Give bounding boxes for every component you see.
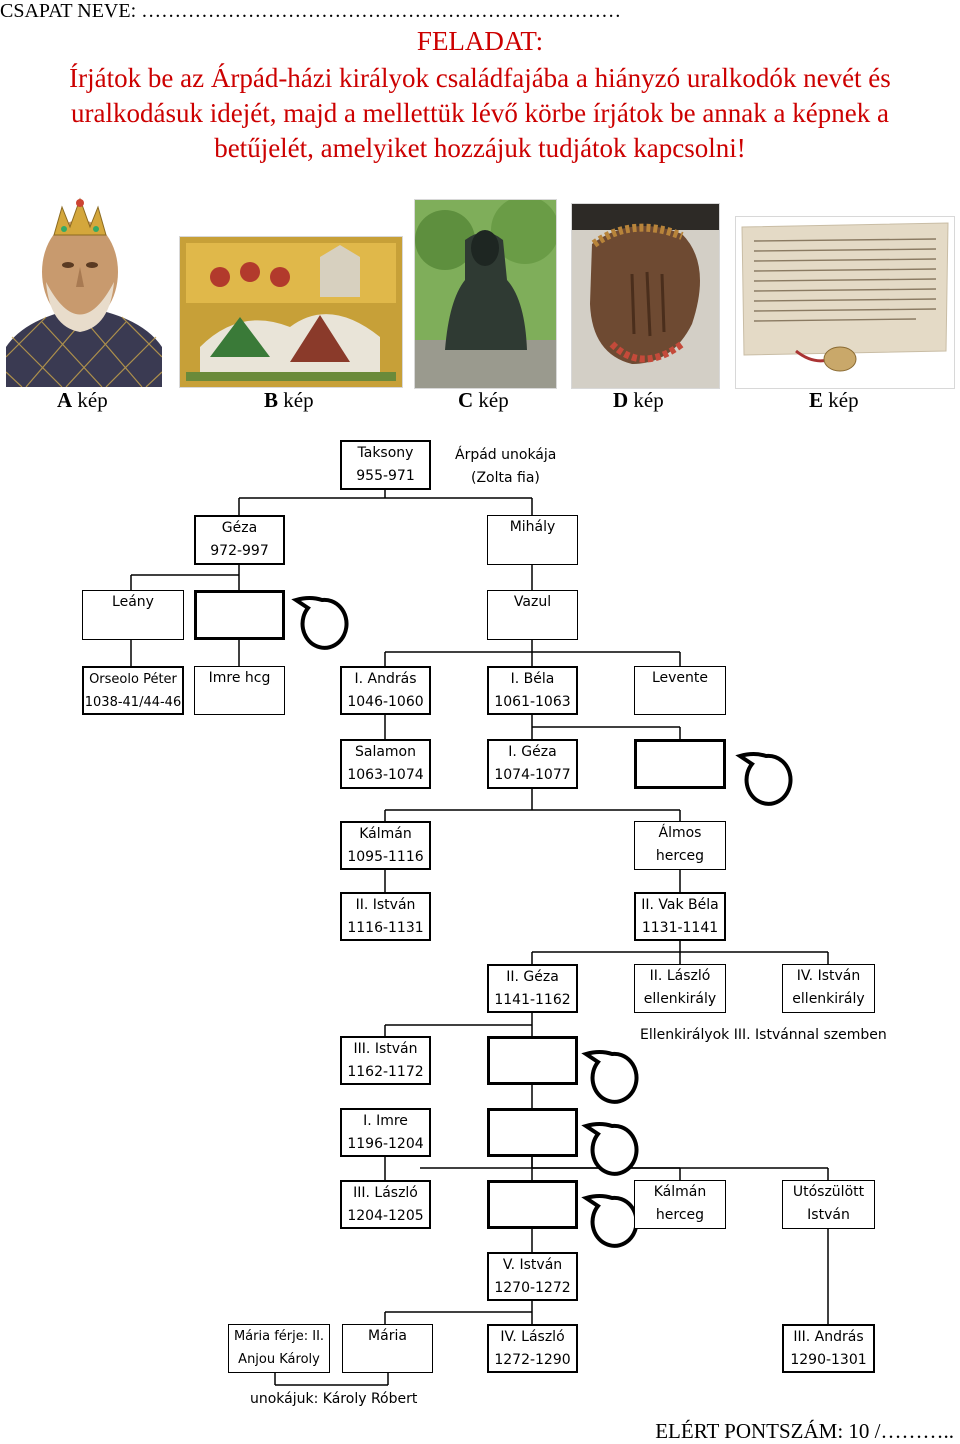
- tree-box-imre-hcg: Imre hcg: [194, 666, 285, 715]
- tree-box-blank-5[interactable]: [487, 1180, 578, 1229]
- picture-a-label: A kép: [57, 388, 108, 412]
- picture-c-label: C kép: [458, 388, 509, 412]
- tree-box-blank-3[interactable]: [487, 1036, 578, 1085]
- score-line[interactable]: ELÉRT PONTSZÁM: 10 /………..: [655, 1419, 954, 1443]
- task-title: FELADAT:: [416, 26, 544, 56]
- task-instruction-line-1: Írjátok be az Árpád-házi királyok család…: [69, 63, 891, 93]
- picture-e-charter-with-seal: [735, 216, 955, 389]
- tree-box-blank-1[interactable]: [194, 590, 285, 640]
- picture-d-holy-right-hand: [571, 203, 720, 389]
- tree-note-unokajuk: unokájuk: Károly Róbert: [250, 1391, 418, 1407]
- tree-box-vazul: Vazul: [487, 590, 578, 640]
- answer-circle-5: [581, 1194, 639, 1248]
- tree-note-arpad: Árpád unokája(Zolta fia): [455, 447, 557, 486]
- picture-b-chronicle-miniature: [179, 236, 403, 388]
- tree-box-maria: Mária: [342, 1324, 433, 1373]
- picture-a-royal-bust: [6, 187, 162, 387]
- tree-box-leany: Leány: [82, 590, 184, 640]
- task-instruction-line-2: uralkodásuk idejét, majd a mellettük lév…: [71, 98, 889, 128]
- task-instruction-line-3: betűjelét, amelyiket hozzájuk tudjátok k…: [214, 133, 746, 163]
- tree-box-levente: Levente: [634, 666, 726, 715]
- picture-c-seated-statue: [414, 199, 557, 389]
- picture-d-label: D kép: [613, 388, 664, 412]
- answer-circle-3: [581, 1050, 639, 1104]
- tree-box-blank-4[interactable]: [487, 1108, 578, 1157]
- tree-box-maria-ferje: Mária férje: II.Anjou Károly: [228, 1324, 330, 1373]
- team-name-line[interactable]: CSAPAT NEVE: ………………………………………………………………: [0, 0, 622, 22]
- tree-box-blank-2[interactable]: [634, 739, 726, 789]
- tree-box-mihaly: Mihály: [487, 515, 578, 565]
- answer-circle-4: [581, 1122, 639, 1176]
- tree-note-ellenkiralyok: Ellenkirályok III. Istvánnal szemben: [640, 1027, 887, 1043]
- picture-e-label: E kép: [809, 388, 859, 412]
- answer-circle-2: [735, 752, 793, 806]
- answer-circle-1: [291, 596, 349, 650]
- picture-b-label: B kép: [264, 388, 314, 412]
